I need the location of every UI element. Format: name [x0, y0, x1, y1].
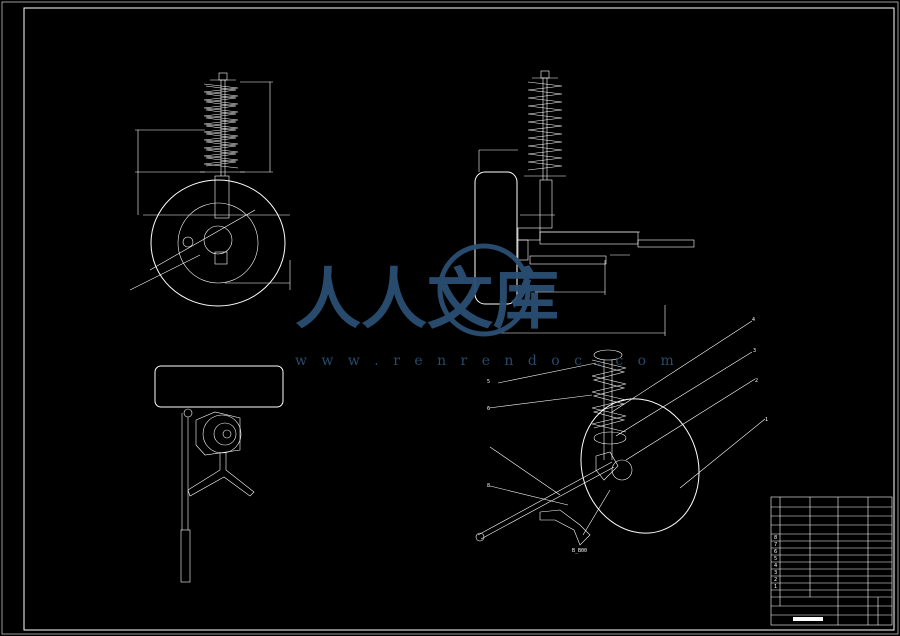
balloon-5: 5	[487, 379, 490, 385]
balloon-8: 8	[487, 483, 490, 489]
top-view	[154, 365, 284, 583]
title-block-row-number: 5	[774, 556, 777, 562]
balloon-labels: 4 3 5 6 2 1 8 B_B00	[487, 317, 768, 554]
detail-label: B_B00	[572, 548, 587, 554]
balloon-2: 2	[755, 378, 758, 384]
balloon-4: 4	[752, 317, 755, 323]
watermark-logo-circle	[437, 243, 531, 337]
front-view	[129, 72, 291, 307]
side-view	[474, 70, 695, 336]
balloon-1: 1	[765, 417, 768, 423]
title-block-row-number: 3	[774, 570, 777, 576]
isometric-view	[475, 320, 766, 546]
balloon-3: 3	[753, 348, 756, 354]
watermark-brand: 人人文库	[295, 260, 559, 338]
watermark-url: w w w . r e n r e n d o c . c o m	[295, 353, 679, 369]
title-block-row-number: 8	[774, 535, 777, 541]
title-block-row-number: 1	[774, 584, 777, 590]
title-block-row-number: 6	[774, 549, 777, 555]
inner-frame	[23, 7, 895, 631]
title-block-row-number: 4	[774, 563, 777, 569]
watermark: 人人文库 w w w . r e n r e n d o c . c o m	[295, 243, 679, 369]
balloon-6: 6	[487, 406, 490, 412]
title-block-row-number: 2	[774, 577, 777, 583]
title-block-row-number: 7	[774, 542, 777, 548]
